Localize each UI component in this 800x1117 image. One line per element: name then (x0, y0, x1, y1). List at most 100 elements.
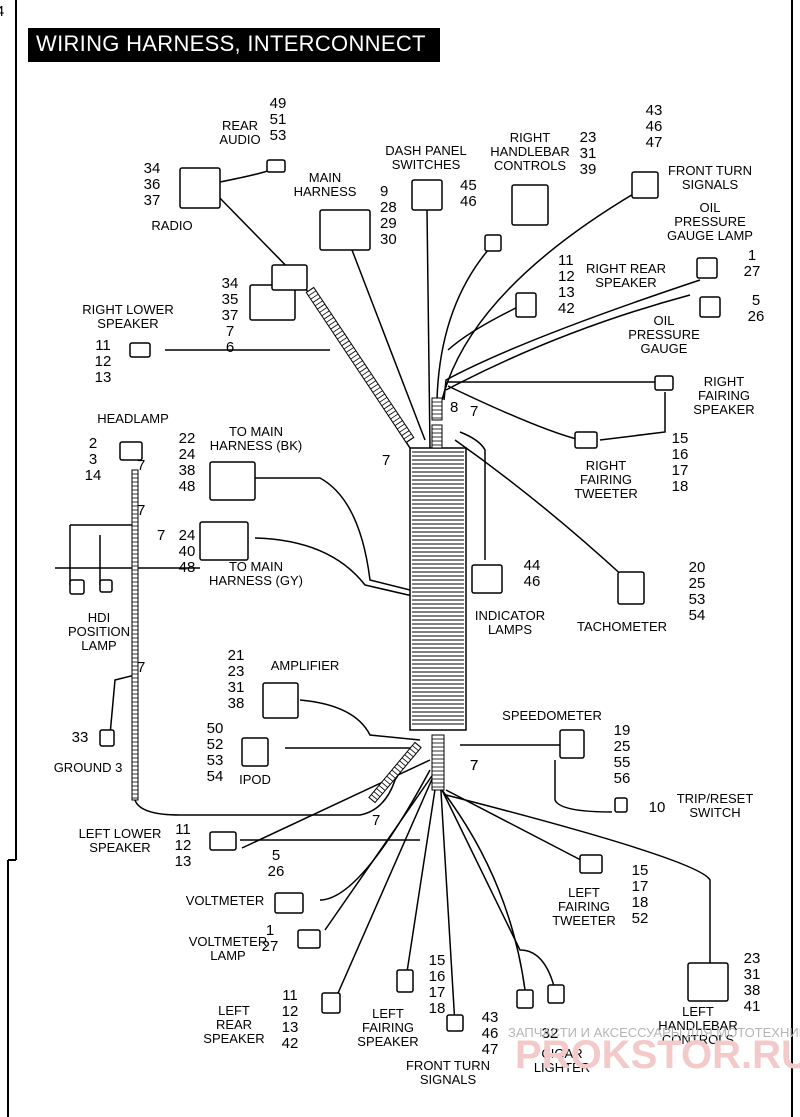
component-label: LAMP (210, 948, 245, 963)
component-label: SWITCH (689, 805, 740, 820)
part-number: 33 (72, 729, 89, 746)
component-label: SPEEDOMETER (502, 708, 602, 723)
part-number: 42 (282, 1035, 299, 1052)
component-label: SPEAKER (595, 275, 656, 290)
wire (441, 189, 641, 401)
part-number: 13 (95, 369, 112, 386)
part-number: 53 (689, 591, 706, 608)
part-number: 1 (266, 922, 274, 939)
part-number: 24 (179, 446, 196, 463)
part-number: 44 (524, 557, 541, 574)
component-label: HANDLEBAR (490, 144, 569, 159)
connector (209, 831, 237, 851)
connector (319, 209, 371, 251)
component-label: LEFT (218, 1003, 250, 1018)
part-number: 46 (482, 1025, 499, 1042)
component-label: TWEETER (552, 913, 616, 928)
connector (614, 797, 628, 813)
connector (274, 892, 304, 914)
connector (654, 375, 674, 391)
wire (255, 477, 431, 596)
part-number: 17 (672, 462, 689, 479)
connector (574, 431, 598, 449)
part-number: 54 (207, 768, 224, 785)
component-label: CONTROLS (494, 158, 567, 173)
part-number: 2 (89, 435, 97, 452)
connector (396, 969, 414, 993)
connector (262, 682, 299, 719)
component-label: PRESSURE (628, 327, 700, 342)
part-number: 53 (270, 127, 287, 144)
part-number: 53 (207, 752, 224, 769)
part-number: 13 (175, 853, 192, 870)
part-number: 19 (614, 722, 631, 739)
component-label: LEFT LOWER (79, 826, 162, 841)
wire (436, 239, 498, 401)
wire (447, 304, 523, 351)
part-number: 43 (646, 102, 663, 119)
wire (254, 537, 431, 601)
part-number: 12 (558, 268, 575, 285)
part-number: 7 (226, 323, 234, 340)
part-number: 15 (672, 430, 689, 447)
part-number: 34 (222, 275, 239, 292)
part-number: 46 (460, 193, 477, 210)
connector (241, 737, 269, 767)
wire (445, 789, 601, 871)
part-number: 37 (222, 307, 239, 324)
callout-number: 7 (470, 403, 478, 420)
component-label: AUDIO (219, 132, 260, 147)
connector (631, 171, 659, 199)
component-label: FRONT TURN (668, 163, 752, 178)
component-label: FAIRING (558, 899, 610, 914)
callout-number: 7 (470, 757, 478, 774)
part-number: 26 (748, 308, 765, 325)
part-number: 13 (558, 284, 575, 301)
connector (297, 929, 321, 949)
part-number: 47 (482, 1041, 499, 1058)
connector (699, 296, 721, 318)
wire (299, 699, 421, 741)
connector (271, 264, 308, 291)
frame (7, 0, 793, 1117)
component-label: RADIO (151, 218, 192, 233)
wire (324, 769, 437, 931)
component-label: IPOD (239, 772, 271, 787)
part-number: 52 (207, 736, 224, 753)
component-label: LEFT (682, 1004, 714, 1019)
part-number: 25 (689, 575, 706, 592)
part-number: 38 (179, 462, 196, 479)
component-label: OIL (700, 200, 721, 215)
component-label: VOLTMETER (189, 934, 268, 949)
part-number: 28 (380, 199, 397, 216)
part-number: 13 (282, 1019, 299, 1036)
component-label: RIGHT (586, 458, 627, 473)
component-label: SWITCHES (392, 157, 461, 172)
conduit (431, 397, 443, 421)
part-number: 30 (380, 231, 397, 248)
connector (411, 179, 443, 211)
component-label: FAIRING (580, 472, 632, 487)
wire (439, 774, 456, 1026)
part-number: 12 (175, 837, 192, 854)
title-bar (28, 28, 440, 62)
part-number: 12 (95, 353, 112, 370)
part-number: 48 (179, 559, 196, 576)
wire (134, 470, 419, 816)
component-label: REAR (216, 1017, 252, 1032)
part-number: 10 (649, 799, 666, 816)
part-number: 41 (744, 998, 761, 1015)
connector (484, 234, 502, 252)
connector (69, 579, 85, 595)
component-label: TRIP/RESET (677, 791, 754, 806)
component-label: REAR (222, 118, 258, 133)
connectors (69, 159, 729, 1032)
connector (99, 579, 113, 593)
part-number: 38 (744, 982, 761, 999)
part-number: 24 (179, 527, 196, 544)
part-number: 23 (744, 950, 761, 967)
part-number: 46 (646, 118, 663, 135)
component-label: HANDLEBAR (658, 1018, 737, 1033)
conduit (368, 741, 422, 804)
component-label: INDICATOR (475, 608, 545, 623)
